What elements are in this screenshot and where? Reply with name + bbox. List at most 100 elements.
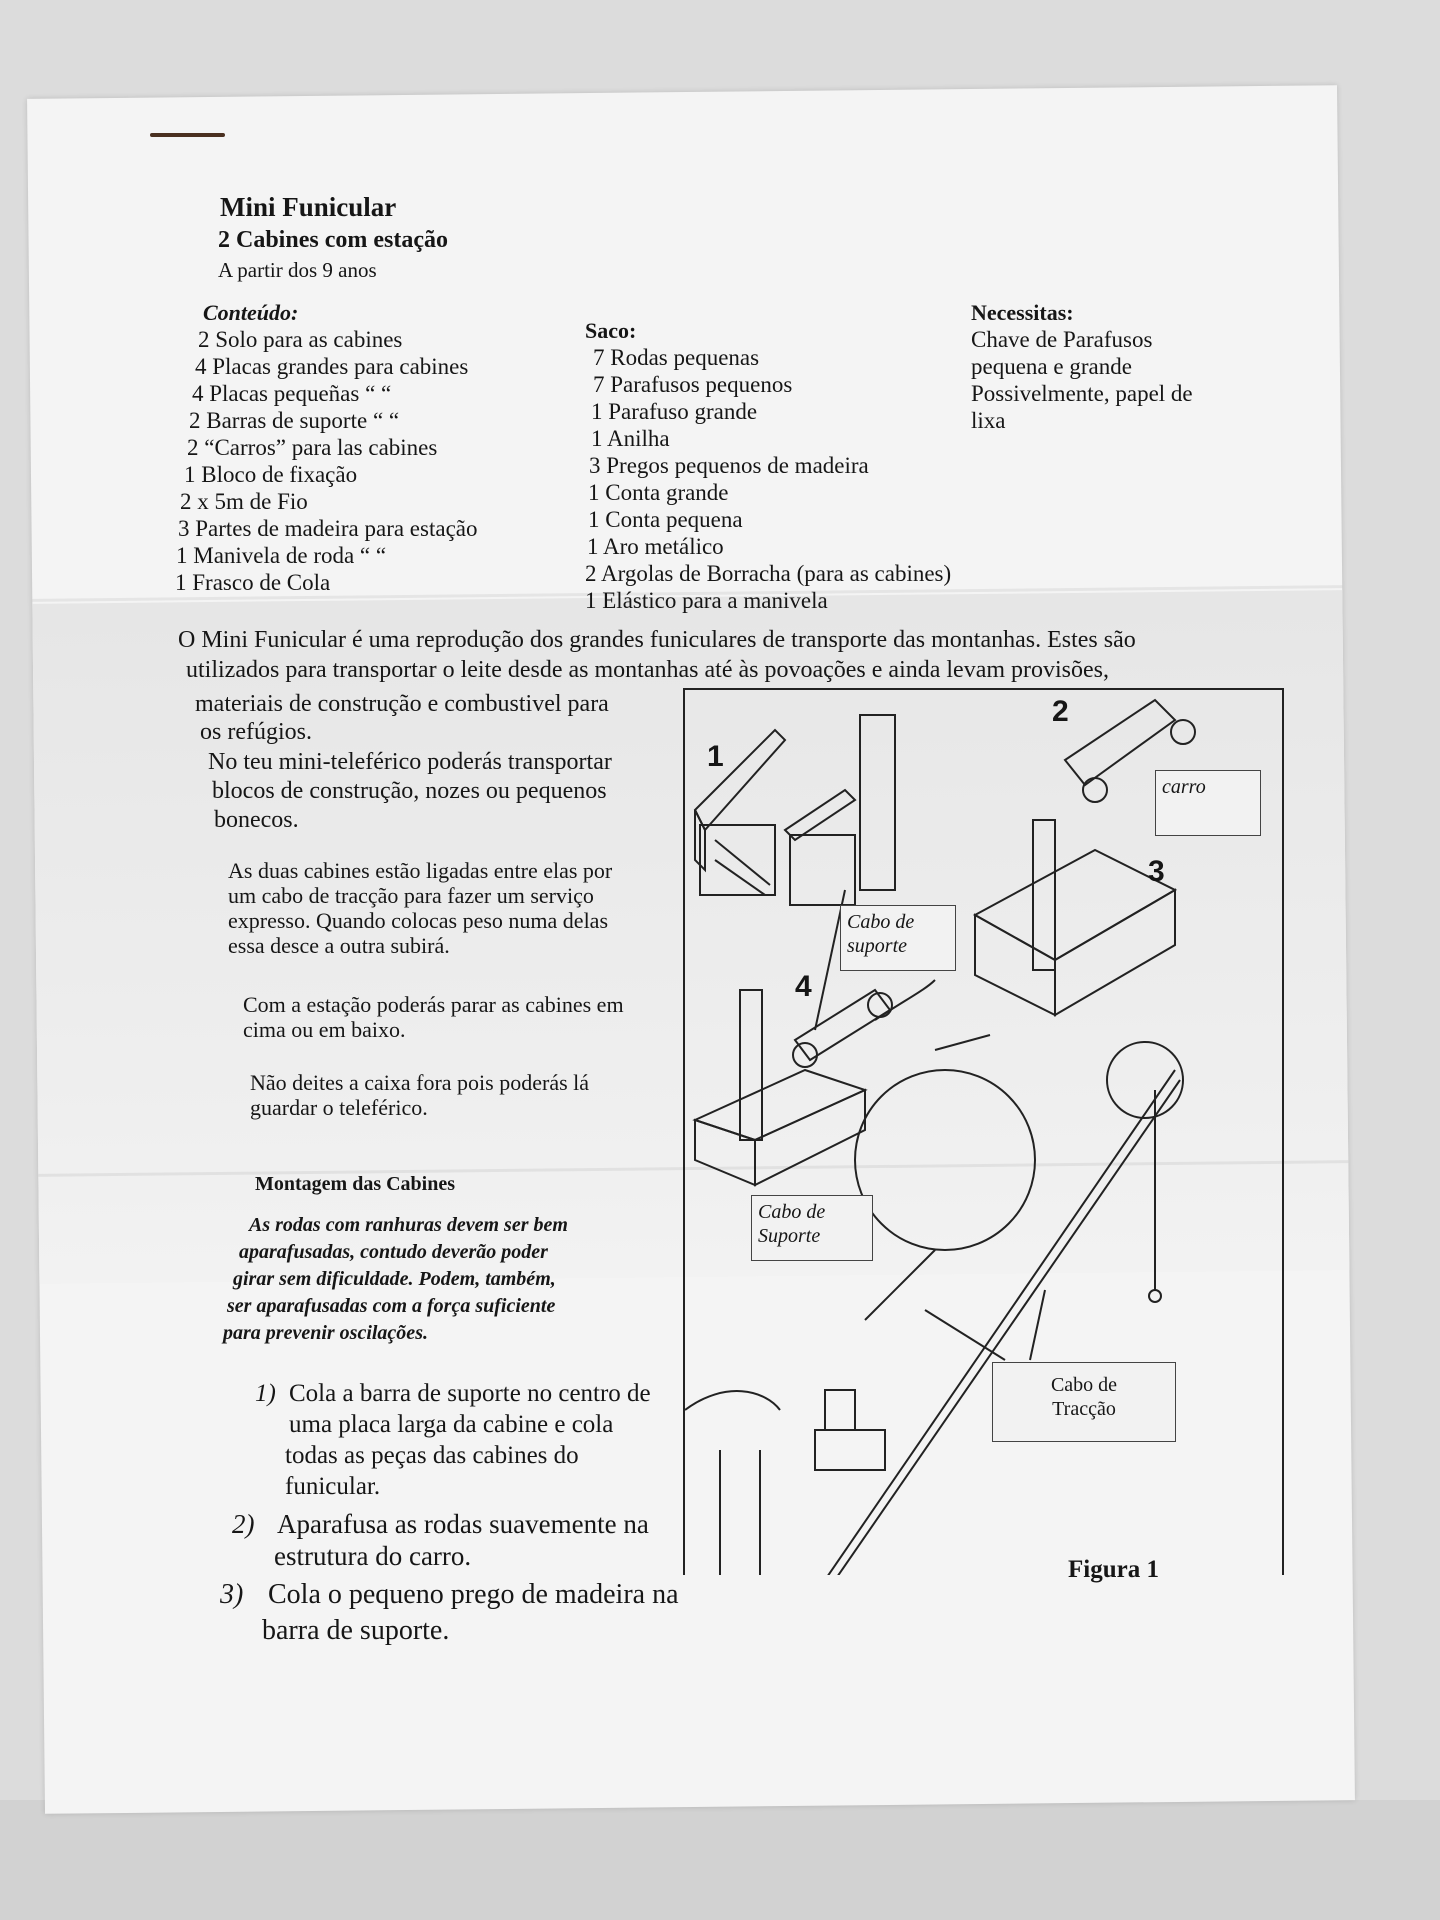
text-line: blocos de construção, nozes ou pequenos xyxy=(212,778,607,804)
list-item: 1 Aro metálico xyxy=(587,534,724,559)
text-line: No teu mini-teleférico poderás transport… xyxy=(208,749,612,775)
label-carro: carro xyxy=(1155,770,1261,836)
bag-heading: Saco: xyxy=(585,318,637,343)
text-line: Não deites a caixa fora pois poderás lá xyxy=(250,1070,590,1095)
text-line: expresso. Quando colocas peso numa delas xyxy=(228,908,609,933)
detail-circle xyxy=(1106,1041,1184,1119)
text-line: Cola o pequeno prego de madeira na xyxy=(268,1579,679,1610)
text-line: ser aparafusadas com a força suficiente xyxy=(227,1295,556,1317)
document-title: Mini Funicular xyxy=(220,192,397,222)
text-line: As rodas com ranhuras devem ser bem xyxy=(249,1214,568,1236)
list-item: lixa xyxy=(971,408,1006,433)
intro-line: utilizados para transportar o leite desd… xyxy=(186,657,1110,683)
list-item: 3 Pregos pequenos de madeira xyxy=(589,453,869,478)
text-line: aparafusadas, contudo deverão poder xyxy=(239,1241,548,1263)
text-line: cima ou em baixo. xyxy=(243,1017,406,1042)
intro-line: materiais de construção e combustivel pa… xyxy=(195,691,609,717)
part-number-4: 4 xyxy=(795,970,812,1003)
intro-paragraph: Com a estação poderás parar as cabines e… xyxy=(243,992,624,1042)
list-item: 4 Placas pequeñas “ “ xyxy=(192,381,392,406)
list-item: 2 Argolas de Borracha (para as cabines) xyxy=(585,561,952,586)
assembly-heading: Montagem das Cabines xyxy=(255,1173,456,1195)
assembly-note: As rodas com ranhuras devem ser bem apar… xyxy=(223,1212,683,1347)
text-line: Cabo de xyxy=(758,1201,826,1223)
part-number-2: 2 xyxy=(1052,695,1069,728)
intro-line: O Mini Funicular é uma reprodução dos gr… xyxy=(178,627,1136,653)
cable-line xyxy=(837,1079,1181,1575)
document-subtitle: 2 Cabines com estação xyxy=(218,227,448,253)
pen-mark xyxy=(150,133,225,137)
list-item: Possivelmente, papel de xyxy=(971,381,1193,406)
cable-line xyxy=(827,1069,1176,1575)
list-item: 1 Anilha xyxy=(591,426,670,451)
hanging-cabin xyxy=(814,1429,886,1471)
text-line: Aparafusa as rodas suavemente na xyxy=(277,1509,649,1539)
step-number: 1) xyxy=(255,1380,276,1407)
list-item: pequena e grande xyxy=(971,354,1132,379)
text-line: Suporte xyxy=(758,1225,821,1247)
list-item: 2 Barras de suporte “ “ xyxy=(189,408,400,433)
text-line: barra de suporte. xyxy=(262,1615,450,1646)
bag-list: Saco: 7 Rodas pequenas 7 Parafusos peque… xyxy=(585,318,951,614)
contents-list: Conteúdo: 2 Solo para as cabines 4 Placa… xyxy=(175,300,478,596)
label-cabo-de-suporte: Cabo de suporte xyxy=(840,905,956,971)
text-line: um cabo de tracção para fazer um serviço xyxy=(228,883,594,908)
table-surface xyxy=(0,1800,1440,1920)
list-item: Chave de Parafusos xyxy=(971,327,1153,352)
text-line: essa desce a outra subirá. xyxy=(228,933,450,958)
list-item: 1 Elástico para a manivela xyxy=(585,588,828,613)
intro-paragraph: Não deites a caixa fora pois poderás lá … xyxy=(250,1070,589,1120)
text-line: funicular. xyxy=(285,1473,381,1500)
text-line: Tracção xyxy=(1052,1398,1116,1420)
text-line: uma placa larga da cabine e cola xyxy=(289,1411,614,1438)
step-number: 3) xyxy=(220,1579,244,1610)
text-line: guardar o teleférico. xyxy=(250,1095,428,1120)
list-item: 1 Parafuso grande xyxy=(591,399,758,424)
cabin-part-4 xyxy=(692,979,936,1187)
text-line: todas as peças das cabines do xyxy=(285,1442,579,1469)
list-item: 7 Rodas pequenas xyxy=(593,345,760,370)
list-item: 1 Bloco de fixação xyxy=(184,462,358,487)
text-line: para prevenir oscilações. xyxy=(223,1322,428,1344)
text-line: suporte xyxy=(847,935,907,957)
intro-paragraph: No teu mini-teleférico poderás transport… xyxy=(208,748,612,835)
label-cabo-de-traccao: Cabo de Tracção xyxy=(992,1362,1176,1442)
intro-paragraph: As duas cabines estão ligadas entre elas… xyxy=(228,858,612,958)
step-2: 2) Aparafusa as rodas suavemente na estr… xyxy=(232,1508,649,1571)
text-line: Cabo de xyxy=(1050,1374,1118,1396)
part-number-1: 1 xyxy=(707,740,724,773)
list-item: 2 “Carros” para las cabines xyxy=(187,435,438,460)
list-item: 7 Parafusos pequenos xyxy=(593,372,793,397)
text-line: Com a estação poderás parar as cabines e… xyxy=(243,992,624,1017)
label-cabo-de-suporte: Cabo de Suporte xyxy=(751,1195,873,1261)
detail-circle xyxy=(854,1069,1036,1251)
contents-heading: Conteúdo: xyxy=(203,300,299,325)
age-note: A partir dos 9 anos xyxy=(218,258,377,282)
text-line: Cabo de xyxy=(847,911,915,933)
intro-line: os refúgios. xyxy=(200,719,312,745)
figure-1: 1 2 3 4 carro Cabo de suporte Cabo de Su… xyxy=(683,688,1284,1575)
list-item: 4 Placas grandes para cabines xyxy=(195,354,469,379)
list-item: 2 Solo para as cabines xyxy=(198,327,403,352)
step-1: 1) Cola a barra de suporte no centro de … xyxy=(255,1378,651,1500)
figure-caption: Figura 1 xyxy=(1068,1556,1159,1583)
part-number-3: 3 xyxy=(1148,855,1165,888)
list-item: 3 Partes de madeira para estação xyxy=(178,516,478,541)
step-3: 3) Cola o pequeno prego de madeira na ba… xyxy=(220,1578,679,1646)
needs-heading: Necessitas: xyxy=(971,300,1074,325)
needs-list: Necessitas: Chave de Parafusos pequena e… xyxy=(971,300,1193,434)
text-line: girar sem dificuldade. Podem, também, xyxy=(233,1268,556,1290)
text-line: As duas cabines estão ligadas entre elas… xyxy=(228,858,613,883)
list-item: 2 x 5m de Fio xyxy=(180,489,308,514)
cabin-part-3 xyxy=(972,819,1178,1017)
text-line: bonecos. xyxy=(214,807,299,833)
text-line: Cola a barra de suporte no centro de xyxy=(289,1380,651,1407)
list-item: 1 Manivela de roda “ “ xyxy=(176,543,387,568)
list-item: 1 Frasco de Cola xyxy=(175,570,331,595)
cabin-part-1 xyxy=(693,714,896,906)
list-item: 1 Conta pequena xyxy=(588,507,743,532)
cabin-part-2 xyxy=(1063,698,1196,803)
list-item: 1 Conta grande xyxy=(588,480,729,505)
figure-illustration xyxy=(685,698,1196,1575)
text-line: estrutura do carro. xyxy=(274,1541,472,1571)
